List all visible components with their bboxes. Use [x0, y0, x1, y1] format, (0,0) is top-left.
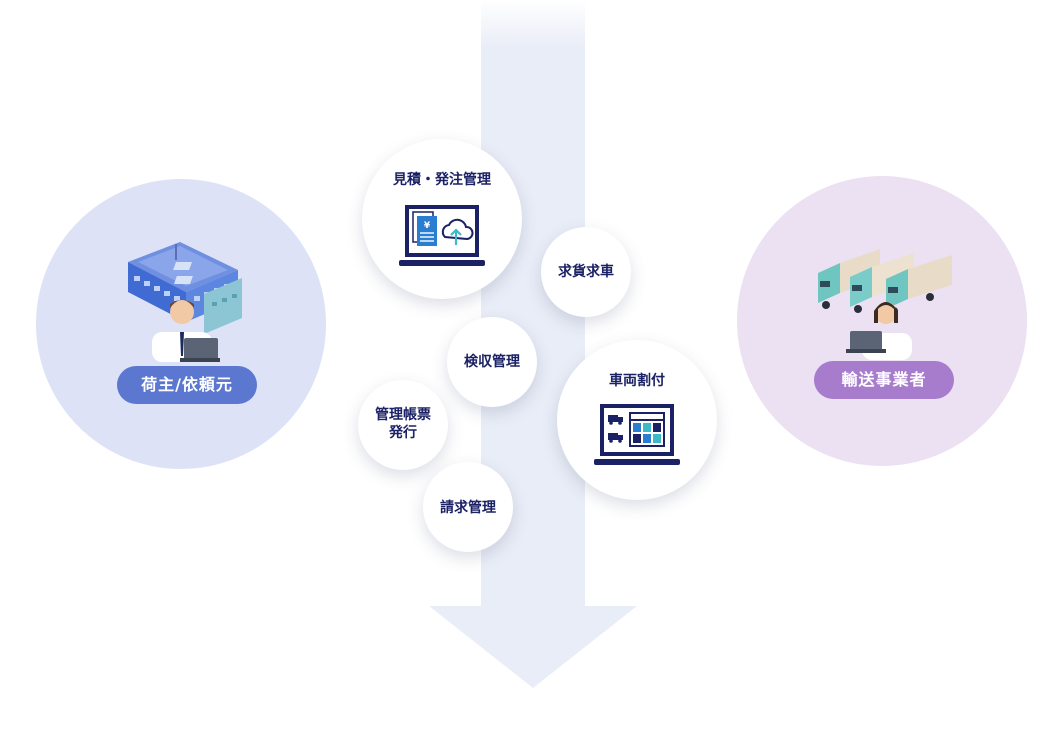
truck-icon [608, 415, 623, 425]
truck-icon [608, 433, 623, 443]
vehicle-allocation-bubble: 車両割付 [557, 340, 717, 500]
inspection-label: 検収管理 [464, 354, 520, 370]
cargo-vehicle-matching-label: 求貨求車 [558, 264, 614, 280]
estimate-order-label: 見積・発注管理 [393, 172, 491, 188]
carrier-label: 輸送事業者 [814, 361, 954, 399]
laptop-document-cloud-upload-icon: ¥ [399, 205, 485, 266]
inspection-bubble: 検収管理 [447, 317, 537, 407]
svg-text:¥: ¥ [424, 221, 431, 231]
trucks-with-operator-illustration [818, 249, 952, 360]
shipper-circle [36, 179, 326, 469]
estimate-order-bubble: 見積・発注管理 ¥ [362, 139, 522, 299]
ledger-issue-label-line2: 発行 [389, 425, 417, 441]
vehicle-allocation-label: 車両割付 [609, 373, 665, 389]
warehouse-with-businessman-illustration [128, 242, 242, 362]
cargo-vehicle-matching-bubble: 求貨求車 [541, 227, 631, 317]
ledger-issue-label-line1: 管理帳票 [375, 407, 431, 423]
billing-label: 請求管理 [440, 500, 496, 516]
ledger-issue-bubble: 管理帳票 発行 [358, 380, 448, 470]
billing-bubble: 請求管理 [423, 462, 513, 552]
shipper-label: 荷主/依頼元 [117, 366, 257, 404]
laptop-trucks-grid-icon [594, 404, 680, 465]
